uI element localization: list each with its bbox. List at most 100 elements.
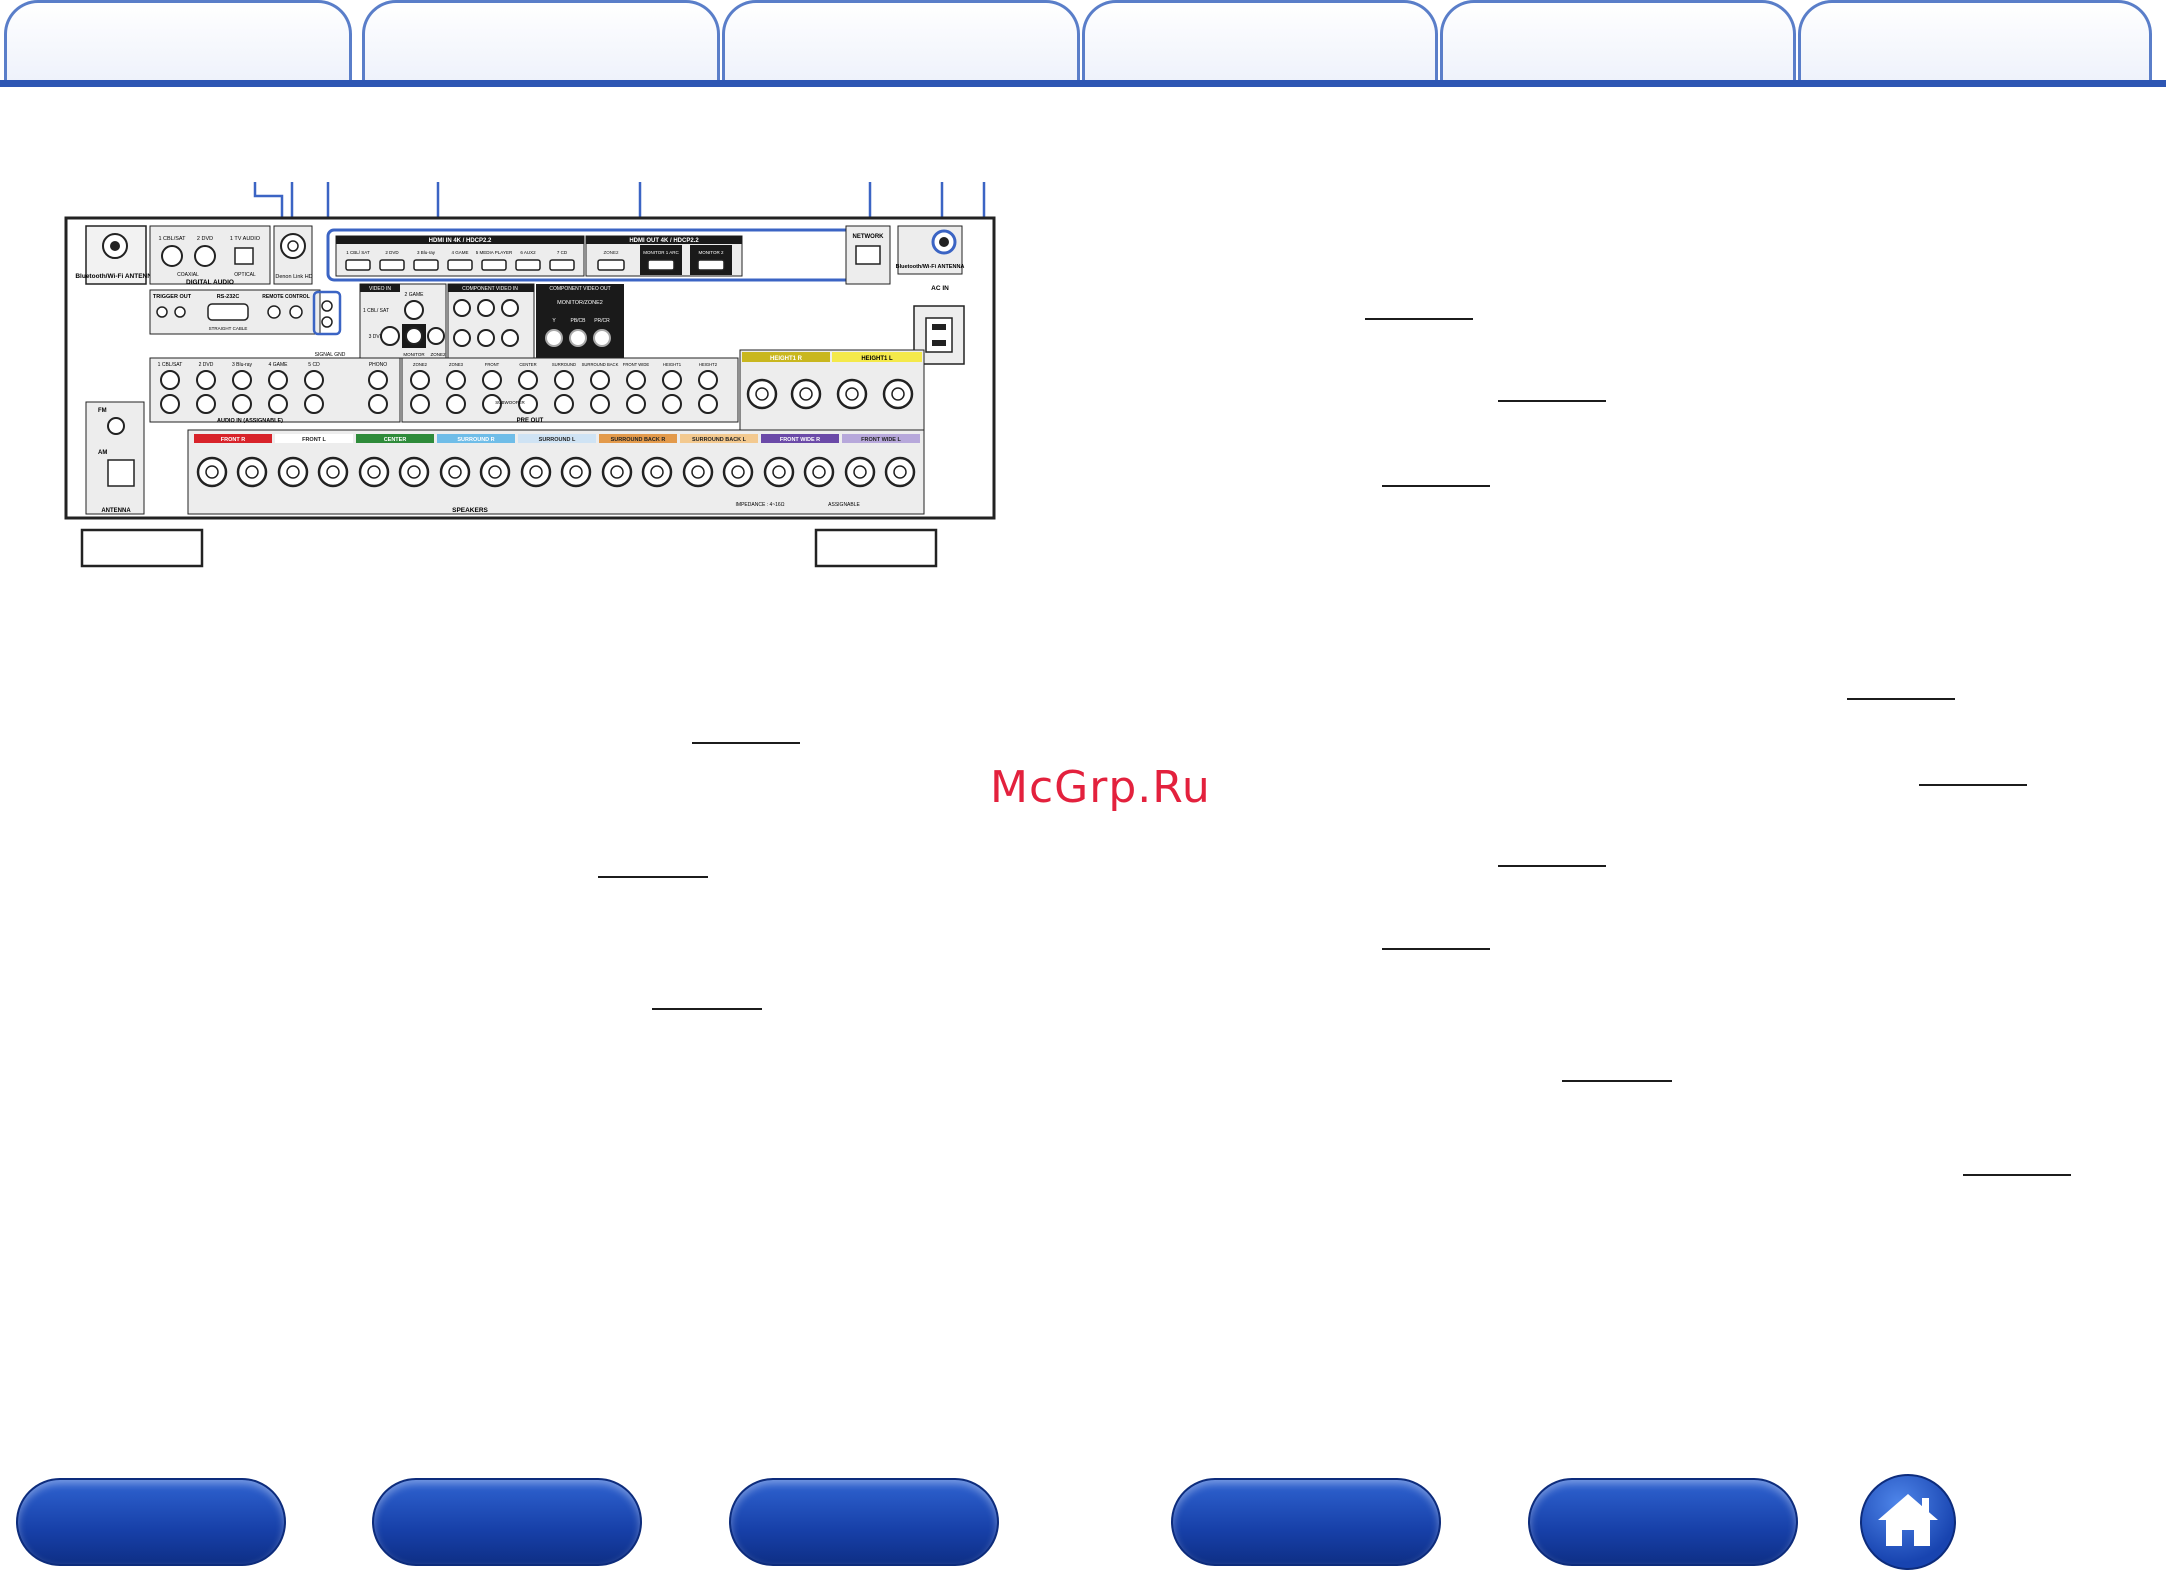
pre-out-jack: [662, 370, 682, 390]
tab-4[interactable]: [1082, 0, 1438, 82]
speaker-binding-post-center: [326, 465, 340, 479]
page-link-3[interactable]: [1382, 485, 1490, 487]
rear-panel-diagram: Bluetooth/Wi-Fi ANTENNA 1 CBL/SAT 2 DVD …: [60, 180, 1000, 580]
am-label: AM: [98, 450, 107, 456]
control-section: TRIGGER OUT RS-232C STRAIGHT CABLE REMOT…: [149, 289, 321, 335]
speaker-binding-post-center: [812, 465, 826, 479]
video-in-label: VIDEO IN: [369, 286, 391, 292]
pre-out-jack: [410, 394, 430, 414]
nav-button-2[interactable]: [372, 1478, 642, 1566]
page-link-10[interactable]: [652, 1008, 762, 1010]
pre-out-label: PRE OUT: [517, 418, 544, 424]
page-link-9[interactable]: [1382, 948, 1490, 950]
hdmi-in-port: [345, 259, 371, 271]
nav-button-3[interactable]: [729, 1478, 999, 1566]
height-binding-post-center: [845, 387, 859, 401]
audio-in-jack: [160, 394, 180, 414]
pre-out-jack: [590, 394, 610, 414]
tab-1[interactable]: [4, 0, 352, 82]
hdmi-in-port: [515, 259, 541, 271]
speaker-binding-post-center: [205, 465, 219, 479]
denon-link-label: Denon Link HD: [275, 274, 312, 280]
hdmi-in-label: 2 DVD: [385, 250, 399, 255]
pre-out-jack: [698, 394, 718, 414]
audio-in-jack: [304, 370, 324, 390]
audio-in-jack-label: 3 Blu-ray: [232, 362, 253, 368]
page-link-11[interactable]: [1562, 1080, 1672, 1082]
pre-out-jack: [482, 394, 502, 414]
speaker-binding-post-center: [529, 465, 543, 479]
speaker-label-bg: [356, 434, 434, 443]
speaker-binding-post-center: [286, 465, 300, 479]
nav-button-1[interactable]: [16, 1478, 286, 1566]
nav-button-4[interactable]: [1171, 1478, 1441, 1566]
speaker-label: SURROUND L: [539, 437, 576, 443]
network-port: NETWORK: [845, 225, 891, 285]
page-link-6[interactable]: [1919, 784, 2027, 786]
antenna-label: ANTENNA: [101, 508, 131, 514]
speaker-binding-post-center: [650, 465, 664, 479]
tab-3[interactable]: [722, 0, 1080, 82]
speaker-label: FRONT R: [221, 437, 245, 443]
video-section: VIDEO IN 1 CBL/ SAT 2 GAME 3 DVD MONITOR…: [359, 283, 447, 359]
home-button[interactable]: [1860, 1474, 1956, 1570]
component-in-label: COMPONENT VIDEO IN: [462, 286, 518, 292]
page-link-4[interactable]: [1847, 698, 1955, 700]
trigger-out-label: TRIGGER OUT: [153, 294, 192, 300]
page-link-8[interactable]: [1498, 865, 1606, 867]
pre-out-jack-label: HEIGHT1: [663, 362, 682, 367]
pre-out-jack-label: SURROUND BACK: [582, 362, 619, 367]
watermark: McGrp.Ru: [990, 762, 1211, 813]
pre-out-jack: [554, 394, 574, 414]
page-link-1[interactable]: [1365, 318, 1473, 320]
speaker-binding-post-center: [448, 465, 462, 479]
speaker-label-bg: [437, 434, 515, 443]
component-col-pb: PB/CB: [570, 318, 586, 324]
tab-5[interactable]: [1440, 0, 1796, 82]
bluetooth-antenna-left: Bluetooth/Wi-Fi ANTENNA: [75, 225, 157, 285]
home-icon: [1878, 1494, 1938, 1546]
speaker-label: SURROUND BACK L: [692, 437, 747, 443]
digital-audio-section: 1 CBL/SAT 2 DVD 1 TV AUDIO COAXIAL OPTIC…: [149, 225, 271, 286]
phono-jack: [368, 394, 388, 414]
hdmi-out-label: ZONE2: [603, 250, 619, 255]
video-label-1: 1 CBL/ SAT: [363, 308, 389, 314]
pre-out-jack: [626, 394, 646, 414]
pre-out-jack-label: FRONT WIDE: [623, 362, 650, 367]
ac-in-label: AC IN: [931, 285, 949, 292]
signal-gnd: SIGNAL GND: [312, 290, 346, 358]
pre-out-jack-label: ZONE3: [449, 362, 464, 367]
hdmi-in-label: 1 CBL/ SAT: [346, 250, 370, 255]
bt-antenna-label-right: Bluetooth/Wi-Fi ANTENNA: [896, 264, 965, 270]
tab-2[interactable]: [362, 0, 720, 82]
pre-out-jack: [410, 370, 430, 390]
speaker-binding-post-center: [488, 465, 502, 479]
ac-inlet: [913, 305, 965, 365]
page-link-5[interactable]: [692, 742, 800, 744]
hdmi-out-port: [647, 259, 675, 271]
pre-out-jack: [698, 370, 718, 390]
nav-button-5[interactable]: [1528, 1478, 1798, 1566]
height-speakers: HEIGHT1 R HEIGHT1 L: [739, 349, 925, 431]
speaker-label-bg: [761, 434, 839, 443]
page-link-12[interactable]: [1963, 1174, 2071, 1176]
hdmi-in-label: 7 CD: [557, 250, 568, 255]
tab-6[interactable]: [1798, 0, 2152, 82]
hdmi-out-label: MONITOR 1 ARC: [643, 250, 679, 255]
coaxial-label: COAXIAL: [177, 272, 199, 278]
pre-out-jack: [518, 394, 538, 414]
height-binding-post-center: [799, 387, 813, 401]
video-label-3: 3 DVD: [369, 334, 384, 340]
speaker-binding-post-center: [367, 465, 381, 479]
page-link-2[interactable]: [1498, 400, 1606, 402]
signal-gnd-label: SIGNAL GND: [315, 352, 346, 358]
video-label-monitor: MONITOR: [403, 352, 425, 357]
right-foot: [814, 528, 938, 568]
pre-out-jack: [662, 394, 682, 414]
hdmi-in-title: HDMI IN 4K / HDCP2.2: [429, 238, 492, 244]
height-binding-post-center: [755, 387, 769, 401]
page-link-7[interactable]: [598, 876, 708, 878]
